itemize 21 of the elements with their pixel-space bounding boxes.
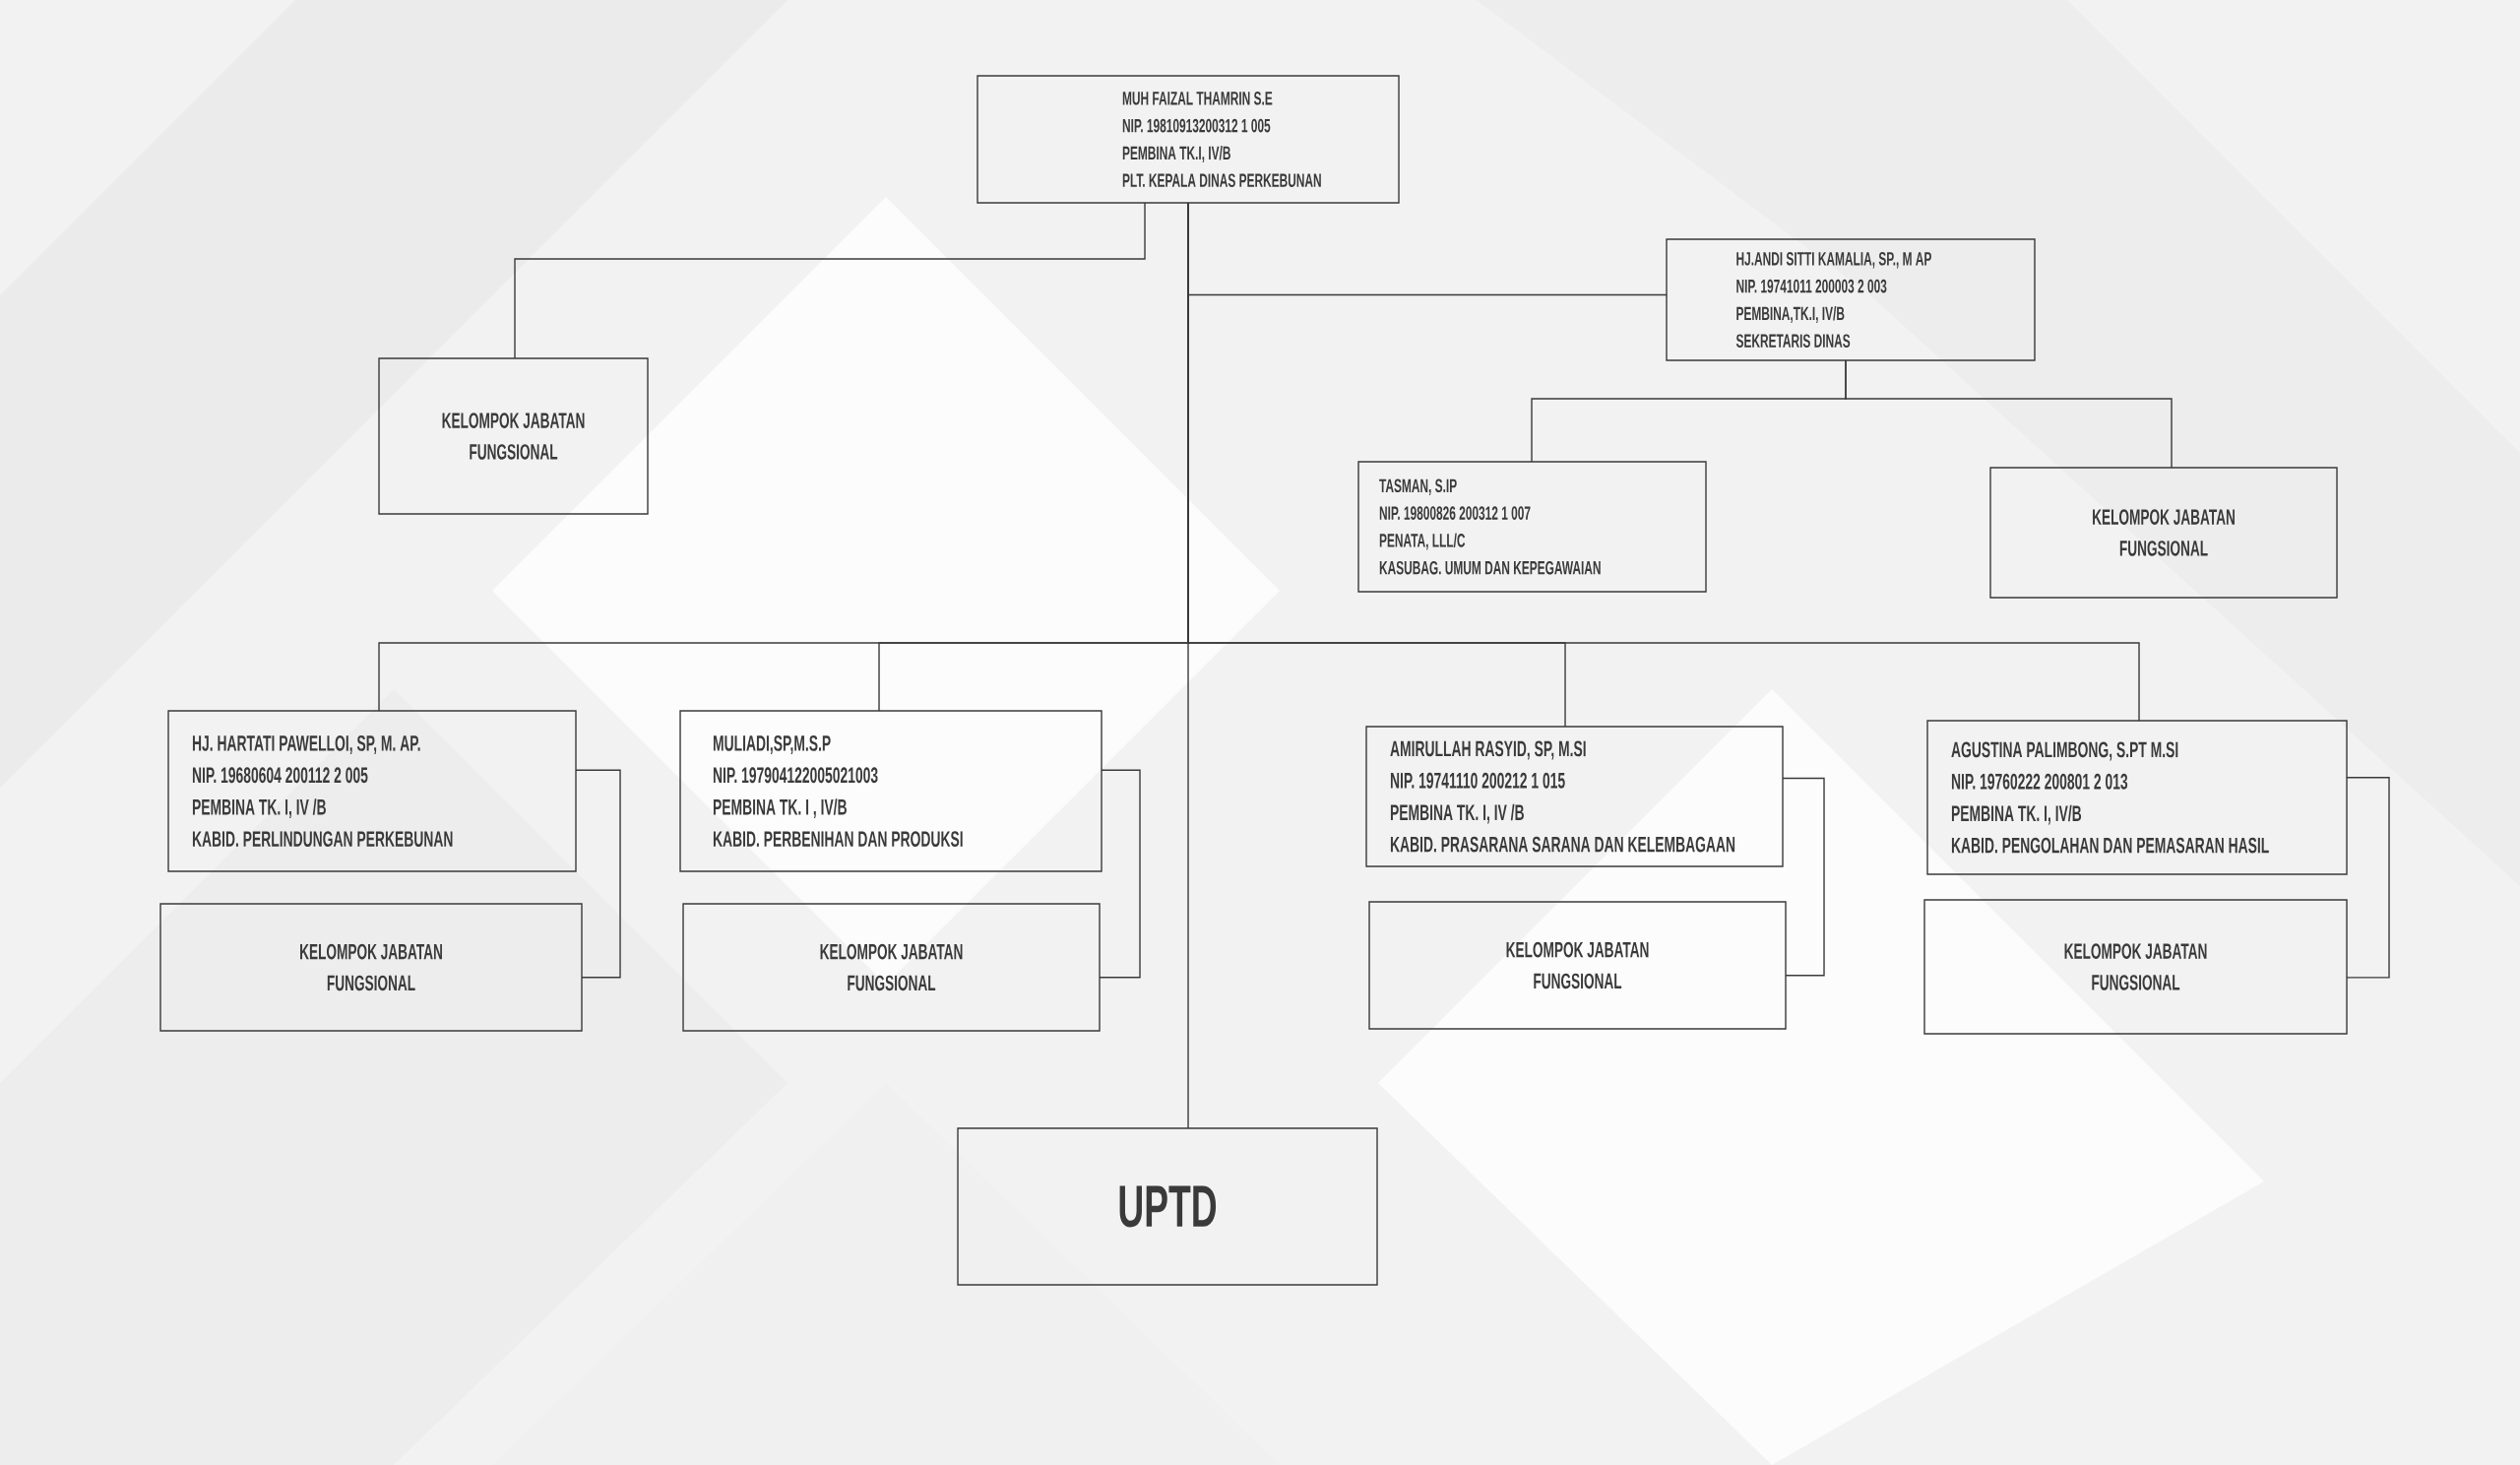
official-box: AGUSTINA PALIMBONG, S.PT M.SI NIP. 19760222 200801 2 013 PEMBINA TK. I, IV/B KABID. PENGOLAHAN DAN PEMASARAN HASIL [1926, 720, 2348, 875]
connector-line [514, 202, 1146, 359]
official-box: TASMAN, S.IP NIP. 19800826 200312 1 007 PENATA, LLL/C KASUBAG. UMUM DAN KEPEGAWAIAN [1357, 461, 1707, 593]
connector-line [1845, 359, 2173, 469]
group-box: KELOMPOK JABATAN FUNGSIONAL [682, 903, 1101, 1032]
group-box: KELOMPOK JABATAN FUNGSIONAL [1989, 467, 2338, 599]
connector-line [1099, 769, 1141, 979]
official-box: MUH FAIZAL THAMRIN S.E NIP. 19810913200312 1 005 PEMBINA TK.I, IV/B PLT. KEPALA DINAS PERKEBUNAN [976, 75, 1400, 204]
group-box: KELOMPOK JABATAN FUNGSIONAL [378, 357, 649, 515]
connector-line [2346, 777, 2390, 979]
official-box: AMIRULLAH RASYID, SP, M.SI NIP. 19741110 200212 1 015 PEMBINA TK. I, IV /B KABID. PRASARANA SARANA DAN KELEMBAGAAN [1365, 726, 1784, 867]
connector-line [1782, 777, 1825, 977]
connector-line [1187, 202, 1189, 1129]
uptd-box: UPTD [957, 1127, 1378, 1286]
group-box: KELOMPOK JABATAN FUNGSIONAL [1368, 901, 1787, 1030]
official-box: HJ.ANDI SITTI KAMALIA, SP., M AP NIP. 19741011 200003 2 003 PEMBINA,TK.I, IV/B SEKRETARIS DINAS [1666, 238, 2036, 361]
group-box: KELOMPOK JABATAN FUNGSIONAL [159, 903, 583, 1032]
connector-line [575, 769, 621, 979]
group-box: KELOMPOK JABATAN FUNGSIONAL [1923, 899, 2348, 1035]
official-box: MULIADI,SP,M.S.P NIP. 197904122005021003 PEMBINA TK. I , IV/B KABID. PERBENIHAN DAN PRODUKSI [679, 710, 1102, 872]
official-box: HJ. HARTATI PAWELLOI, SP, M. AP. NIP. 19680604 200112 2 005 PEMBINA TK. I, IV /B KABID. PERLINDUNGAN PERKEBUNAN [167, 710, 577, 872]
